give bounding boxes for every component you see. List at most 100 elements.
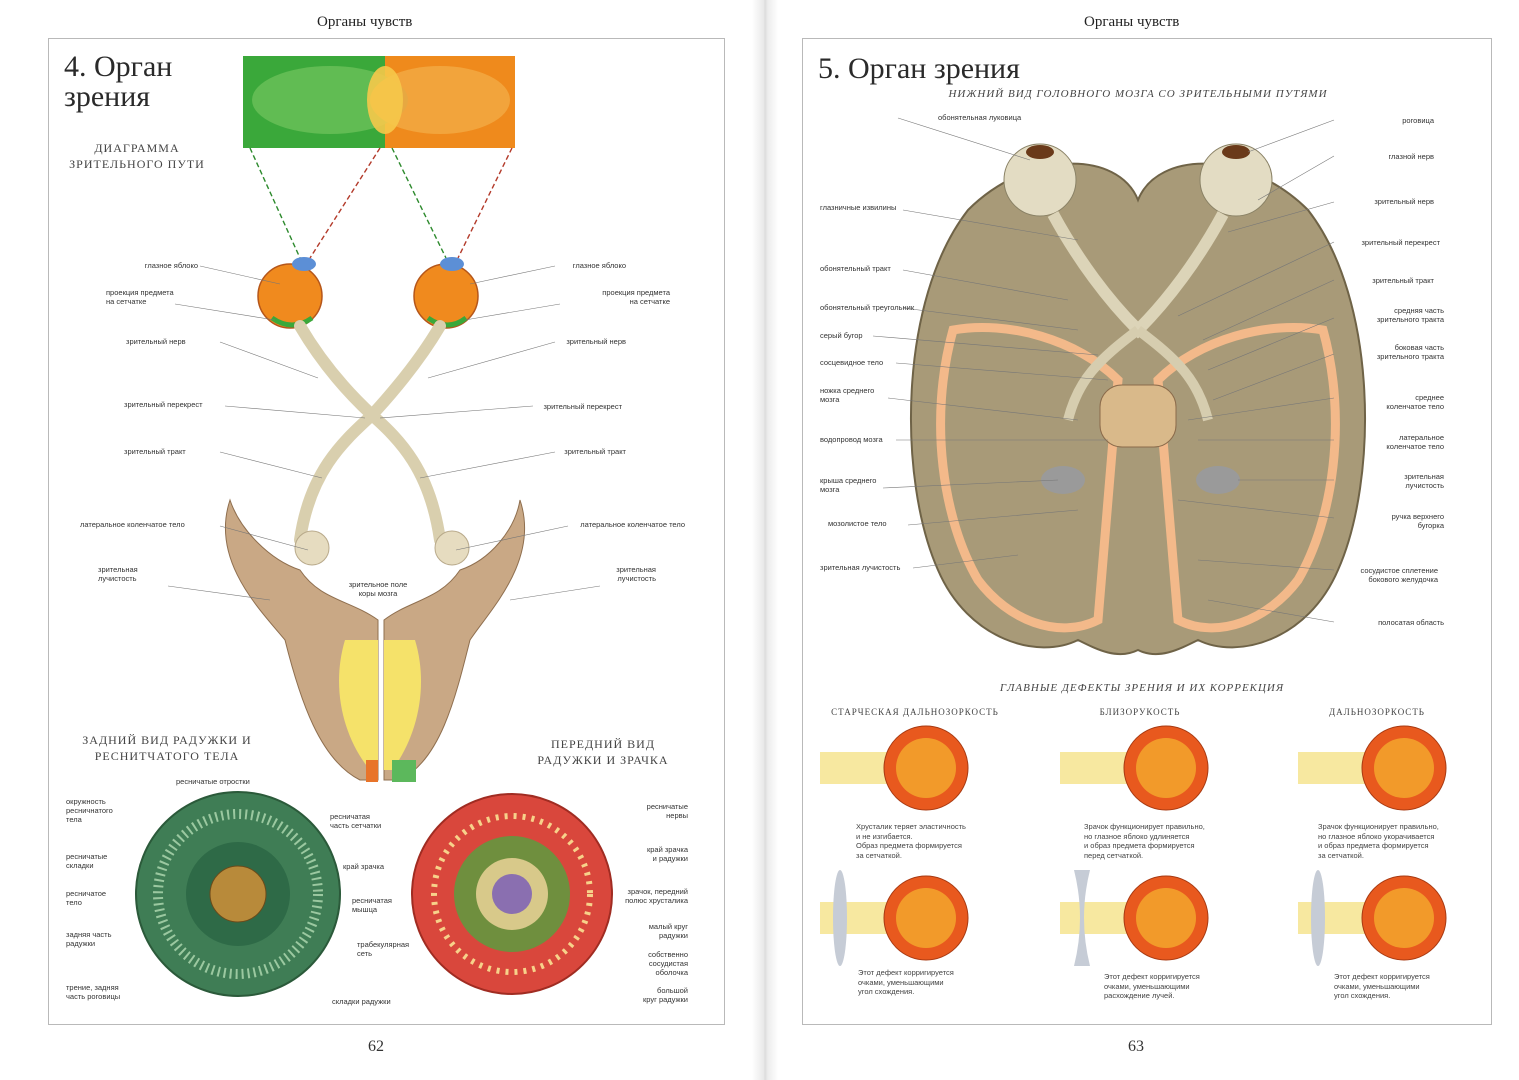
brain-label-brachium: ручка верхнего бугорка: [1391, 512, 1444, 530]
defect-note-myopia: Зрачок функционирует правильно, но глазн…: [1084, 822, 1205, 860]
optic-pathway: [294, 320, 446, 546]
rear-label-back: задняя часть радужки: [66, 930, 112, 948]
brain-label-medial-geniculate: среднее коленчатое тело: [1386, 393, 1444, 411]
right-eyeball: [413, 257, 479, 329]
defect-name-myopia: БЛИЗОРУКОСТЬ: [1099, 707, 1181, 717]
front-label-pupil: зрачок, передний полюс хрусталика: [625, 887, 688, 905]
right-label-radiation: зрительная лучистость: [616, 565, 656, 583]
brain-label-tract-middle: средняя часть зрительного тракта: [1376, 306, 1444, 324]
rear-label-muscle: ресничатая мышца: [352, 896, 392, 914]
rear-label-body: ресничатое тело: [66, 889, 107, 907]
defect-note-hyperopia: Зрачок функционирует правильно, но глазн…: [1318, 822, 1439, 860]
left-label-radiation: зрительная лучистость: [98, 565, 138, 583]
brain-label-corpus-callosum: мозолистое тело: [828, 519, 887, 528]
running-head-left: Органы чувств: [317, 14, 413, 30]
brain-label-striate-area: полосатая область: [1378, 618, 1444, 627]
rear-label-pupil-edge: край зрачка: [343, 862, 385, 871]
brain-label-lateral-geniculate: латеральное коленчатое тело: [1386, 433, 1444, 451]
page-number-left: 62: [368, 1038, 384, 1055]
left-label-projection: проекция предмета на сетчатке: [106, 288, 174, 306]
left-eyeball: [257, 257, 323, 329]
front-label-minor-circle: малый круг радужки: [648, 922, 688, 940]
rear-iris-heading: ЗАДНИЙ ВИД РАДУЖКИ И РЕСНИТЧАТОГО ТЕЛА: [82, 733, 252, 763]
green-field-oval: [252, 66, 408, 134]
front-iris-illustration: [411, 793, 613, 995]
right-label-lgb: латеральное коленчатое тело: [580, 520, 685, 529]
brain-illustration: [910, 143, 1366, 656]
page-number-right: 63: [1128, 1038, 1144, 1055]
rear-label-folds: ресничатые складки: [66, 852, 108, 870]
left-label-chiasm: зрительный перекрест: [124, 400, 203, 409]
right-label-chiasm: зрительный перекрест: [543, 402, 622, 411]
brain-label-radiation-right: зрительная лучистость: [1404, 472, 1444, 490]
left-illustrations: [135, 56, 613, 997]
brain-label-tectum: крыша среднего мозга: [820, 476, 877, 494]
rear-label-trabecular: трабекулярная сеть: [357, 940, 410, 958]
brain-leader-lines: [872, 117, 1335, 623]
brain-label-peduncle: ножка среднего мозга: [820, 386, 875, 404]
brain-label-tract: зрительный тракт: [1372, 276, 1434, 285]
page-title-left: 4. Орган зрения: [64, 50, 173, 113]
correction-note-myopia: Этот дефект корригируется очками, уменьш…: [1104, 972, 1200, 1000]
right-illustrations: [820, 117, 1447, 966]
running-head-right: Органы чувств: [1084, 14, 1180, 30]
brain-label-aqueduct: водопровод мозга: [820, 435, 883, 444]
brain-heading: НИЖНИЙ ВИД ГОЛОВНОГО МОЗГА СО ЗРИТЕЛЬНЫМ…: [948, 88, 1328, 100]
right-label-eyeball: глазное яблоко: [572, 261, 626, 270]
cortex-orange-patch: [366, 760, 378, 782]
left-leader-lines: [167, 265, 601, 601]
front-label-choroid: собственно сосудистая оболочка: [648, 950, 688, 977]
orange-field-oval: [370, 66, 510, 134]
left-hemisphere: [224, 498, 379, 781]
brain-label-tract-lateral: боковая часть зрительного тракта: [1376, 343, 1444, 361]
defect-name-presbyopia: СТАРЧЕСКАЯ ДАЛЬНОЗОРКОСТЬ: [831, 707, 999, 717]
front-label-major-circle: большой круг радужки: [643, 986, 688, 1004]
cortex-green-patch: [392, 760, 416, 782]
left-label-eyeball: глазное яблоко: [144, 261, 198, 270]
defect-diagrams: [820, 725, 1447, 966]
brain-label-olfactory-triangle: обонятельный треугольник: [820, 303, 915, 312]
front-label-nerves: ресничатые нервы: [646, 802, 688, 820]
page-title-right: 5. Орган зрения: [818, 52, 1020, 85]
left-label-optic-nerve: зрительный нерв: [126, 337, 186, 346]
left-label-lgb: латеральное коленчатое тело: [80, 520, 185, 529]
front-iris-heading: ПЕРЕДНИЙ ВИД РАДУЖКИ И ЗРАЧКА: [537, 737, 669, 767]
brain-label-ophthalmic-nerve: глазной нерв: [1388, 152, 1434, 161]
left-page: Органы чувств 4. Орган зрения ДИАГРАММА …: [0, 0, 752, 1080]
brain-label-cornea: роговица: [1402, 116, 1434, 125]
pathway-heading: ДИАГРАММА ЗРИТЕЛЬНОГО ПУТИ: [69, 141, 205, 171]
front-label-pupil-edge: край зрачка и радужки: [646, 845, 688, 863]
correction-note-hyperopia: Этот дефект корригируется очками, уменьш…: [1334, 972, 1430, 1000]
brain-label-tuber: серый бугор: [820, 331, 863, 340]
right-label-projection: проекция предмета на сетчатке: [602, 288, 670, 306]
brain-label-olfactory-tract: обонятельный тракт: [820, 264, 891, 273]
rear-label-retina: ресничатая часть сетчатки: [330, 812, 382, 830]
left-label-tract: зрительный тракт: [124, 447, 186, 456]
right-label-tract: зрительный тракт: [564, 447, 626, 456]
defects-heading: ГЛАВНЫЕ ДЕФЕКТЫ ЗРЕНИЯ И ИХ КОРРЕКЦИЯ: [999, 682, 1285, 694]
rear-iris-illustration: [135, 791, 341, 997]
lgb-left: [294, 530, 330, 566]
visual-cortex-right: [384, 640, 422, 770]
brain-label-orbital-gyri: глазничные извилины: [820, 203, 897, 212]
rear-label-top: ресничатые отростки: [176, 777, 250, 786]
rear-label-cornea: трение, задняя часть роговицы: [66, 983, 121, 1001]
lgb-right: [434, 530, 470, 566]
brain-label-mammillary: сосцевидное тело: [820, 358, 884, 367]
defect-name-hyperopia: ДАЛЬНОЗОРКОСТЬ: [1329, 707, 1425, 717]
overlap-field: [367, 66, 403, 134]
defect-note-presbyopia: Хрусталик теряет эластичность и не изгиб…: [856, 822, 966, 860]
brain-label-olfactory-bulb: обонятельная луковица: [938, 113, 1022, 122]
cortex-label: зрительное поле коры мозга: [348, 580, 408, 598]
brain-label-chiasm: зрительный перекрест: [1361, 238, 1440, 247]
brain-label-optic-nerve: зрительный нерв: [1374, 197, 1434, 206]
book-gutter: [752, 0, 778, 1080]
brain-label-radiation: зрительная лучистость: [820, 563, 901, 572]
right-label-optic-nerve: зрительный нерв: [566, 337, 626, 346]
right-page: Органы чувств 5. Орган зрения НИЖНИЙ ВИД…: [778, 0, 1519, 1080]
rear-label-circle: окружность ресничнатого тела: [66, 797, 113, 824]
visual-cortex-left: [339, 640, 378, 770]
correction-note-presbyopia: Этот дефект корригируется очками, уменьш…: [858, 968, 954, 996]
brain-label-choroid-plexus: сосудистое сплетение бокового желудочка: [1360, 566, 1438, 584]
